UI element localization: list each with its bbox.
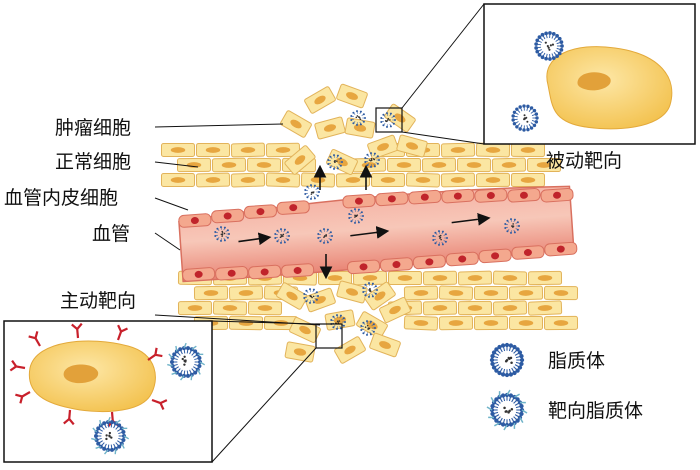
normal-cell <box>231 143 264 157</box>
label-active-targeting: 主动靶向 <box>60 292 136 311</box>
label-normal-cell: 正常细胞 <box>55 153 131 172</box>
cell-nucleus <box>521 177 536 183</box>
normal-cell <box>441 143 474 157</box>
leader-line <box>155 124 283 127</box>
tumor-cell <box>314 117 345 140</box>
normal-cell <box>229 316 262 330</box>
normal-cell <box>161 173 194 186</box>
normal-cell <box>406 173 439 187</box>
zoom-line <box>212 348 316 462</box>
cell-nucleus <box>171 177 186 183</box>
normal-cell <box>457 158 490 171</box>
normal-cell <box>476 173 509 186</box>
zoom-line <box>402 4 484 108</box>
normal-cell <box>336 173 369 187</box>
normal-cell <box>404 286 437 300</box>
tumor-cell <box>325 310 355 331</box>
normal-cell <box>161 143 194 156</box>
normal-cell <box>544 316 577 329</box>
normal-cell <box>474 316 507 329</box>
normal-cell <box>511 173 544 186</box>
tumor-cell <box>304 86 336 114</box>
tumor-cell <box>369 333 401 358</box>
targeted-liposome-icon <box>487 390 527 430</box>
normal-cell <box>231 173 264 187</box>
normal-cell <box>439 316 472 330</box>
normal-cell <box>528 301 561 315</box>
label-tumor-cell: 肿瘤细胞 <box>55 119 131 138</box>
legend-targeted-liposome-label: 靶向脂质体 <box>548 402 643 421</box>
tumor-cell <box>334 336 366 364</box>
normal-cell <box>266 173 299 187</box>
cell-nucleus <box>381 177 396 183</box>
tumor-cell <box>345 118 375 139</box>
normal-cell <box>194 286 227 299</box>
legend-icons <box>487 343 527 430</box>
legend-liposome-label: 脂质体 <box>548 352 605 371</box>
normal-cell <box>423 271 456 284</box>
normal-cell <box>248 301 281 314</box>
normal-cell <box>493 301 526 315</box>
normal-cell <box>371 173 404 186</box>
normal-cell <box>441 173 474 187</box>
normal-cell <box>544 286 577 299</box>
normal-cell <box>196 143 229 156</box>
normal-cell <box>509 286 542 300</box>
normal-cell <box>178 301 211 314</box>
liposome-icon <box>490 343 524 377</box>
normal-cell <box>458 271 491 285</box>
normal-cell <box>474 286 507 299</box>
label-vessel: 血管 <box>92 225 130 244</box>
normal-cell <box>212 158 245 171</box>
cell-nucleus <box>484 290 499 296</box>
normal-cell <box>301 173 334 187</box>
normal-cell <box>493 271 526 285</box>
tumor-cell <box>280 110 312 138</box>
normal-cell <box>476 143 509 157</box>
normal-cell <box>388 271 421 284</box>
normal-cell <box>247 158 280 172</box>
normal-cell <box>528 271 561 284</box>
tumor-cell <box>304 288 336 313</box>
label-passive-targeting: 被动靶向 <box>546 152 622 171</box>
normal-cell <box>196 173 229 187</box>
tumor-cell <box>336 84 368 109</box>
normal-cell <box>229 286 262 300</box>
normal-cell <box>213 301 246 315</box>
leader-line <box>155 233 180 250</box>
cell-nucleus <box>171 147 186 153</box>
label-endothelial-cell: 血管内皮细胞 <box>4 189 118 208</box>
cell-nucleus <box>397 162 412 168</box>
cell-nucleus <box>519 320 534 326</box>
normal-cell <box>387 158 420 171</box>
normal-cell <box>439 286 472 300</box>
normal-cell <box>404 316 437 330</box>
normal-cell <box>423 301 456 315</box>
normal-cell <box>511 143 544 156</box>
normal-cell <box>422 158 455 172</box>
normal-cell <box>458 301 491 314</box>
normal-cell <box>492 158 525 172</box>
leader-line <box>155 198 188 210</box>
tumor-cell <box>285 342 315 363</box>
vessel-tube <box>178 180 577 285</box>
normal-cell <box>509 316 542 329</box>
